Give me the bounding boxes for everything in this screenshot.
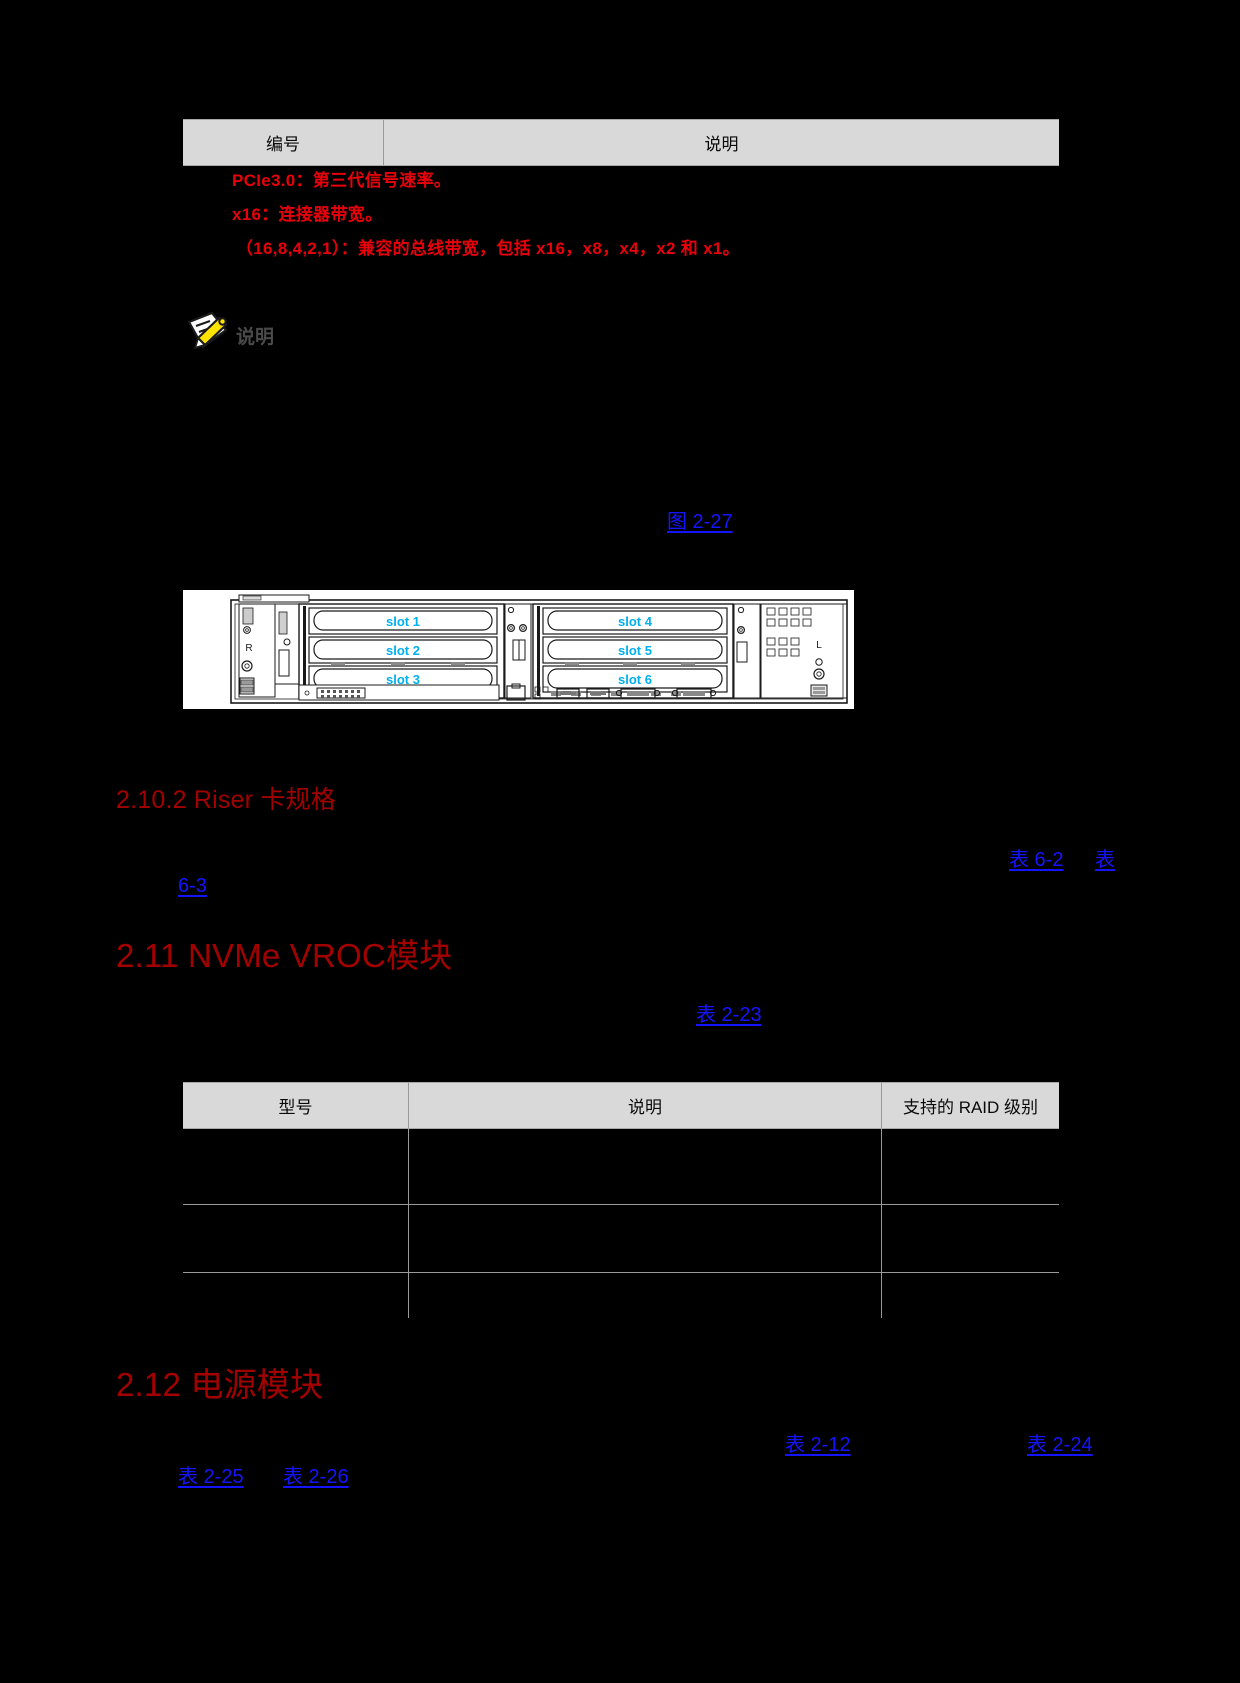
link-table-2-25[interactable]: 表 2-25 <box>178 1466 244 1488</box>
table-header-row: 型号 说明 支持的 RAID 级别 <box>183 1082 1059 1129</box>
svg-text:R: R <box>245 643 252 654</box>
slot-label-1: slot 1 <box>386 614 420 629</box>
column-header-description: 说明 <box>383 119 1059 166</box>
link-table-6-2[interactable]: 表 6-2 <box>1009 849 1064 871</box>
link-table-2-24[interactable]: 表 2-24 <box>1027 1434 1093 1456</box>
svg-text:L: L <box>816 640 822 651</box>
slot-label-2: slot 2 <box>386 643 420 658</box>
link-table-2-26[interactable]: 表 2-26 <box>283 1466 349 1488</box>
rear-panel-drawing: R <box>230 594 848 704</box>
note-label: 说明 <box>236 327 275 348</box>
column-header-model: 型号 <box>183 1082 409 1129</box>
link-table-6-3-part1[interactable]: 表 <box>1095 849 1115 871</box>
heading-power-module: 2.12 电源模块 <box>116 1366 324 1403</box>
table-row <box>183 1272 1059 1318</box>
table-row <box>183 1128 1059 1205</box>
slot-label-3: slot 3 <box>386 672 420 687</box>
link-table-2-12[interactable]: 表 2-12 <box>785 1434 851 1456</box>
figure-link-2-27[interactable]: 图 2-27 <box>667 511 733 533</box>
server-rear-panel-figure: R <box>183 590 854 709</box>
annotation-pcie-gen: PCIe3.0：第三代信号速率。 <box>232 171 452 190</box>
cell-raid-levels <box>881 1272 1059 1318</box>
nvme-vroc-table: 型号 说明 支持的 RAID 级别 <box>183 1082 1059 1318</box>
table-header-row: 编号 说明 <box>183 119 1059 166</box>
cell-description <box>408 1128 882 1205</box>
cell-raid-levels <box>881 1204 1059 1273</box>
slot-label-6: slot 6 <box>618 672 652 687</box>
table-row <box>183 1204 1059 1273</box>
column-header-raid-levels: 支持的 RAID 级别 <box>881 1082 1059 1129</box>
cell-description <box>408 1204 882 1273</box>
slot-label-4: slot 4 <box>618 614 653 629</box>
annotation-connector-width: x16：连接器带宽。 <box>232 205 383 224</box>
link-table-6-3-part2[interactable]: 6-3 <box>178 875 207 897</box>
column-header-description: 说明 <box>408 1082 882 1129</box>
cell-model <box>183 1128 409 1205</box>
note-callout: 说明 <box>186 310 274 350</box>
cell-model <box>183 1272 409 1318</box>
note-pencil-icon <box>186 310 230 350</box>
annotation-bus-widths: （16,8,4,2,1）：兼容的总线带宽，包括 x16，x8，x4，x2 和 x… <box>236 239 740 258</box>
cell-model <box>183 1204 409 1273</box>
heading-nvme-vroc: 2.11 NVMe VROC模块 <box>116 937 453 974</box>
slot-label-5: slot 5 <box>618 643 652 658</box>
pcie-description-table: 编号 说明 <box>183 119 1059 166</box>
link-table-2-23[interactable]: 表 2-23 <box>696 1004 762 1026</box>
column-header-number: 编号 <box>183 119 384 166</box>
cell-description <box>408 1272 882 1318</box>
cell-raid-levels <box>881 1128 1059 1205</box>
heading-riser-spec: 2.10.2 Riser 卡规格 <box>116 786 336 814</box>
